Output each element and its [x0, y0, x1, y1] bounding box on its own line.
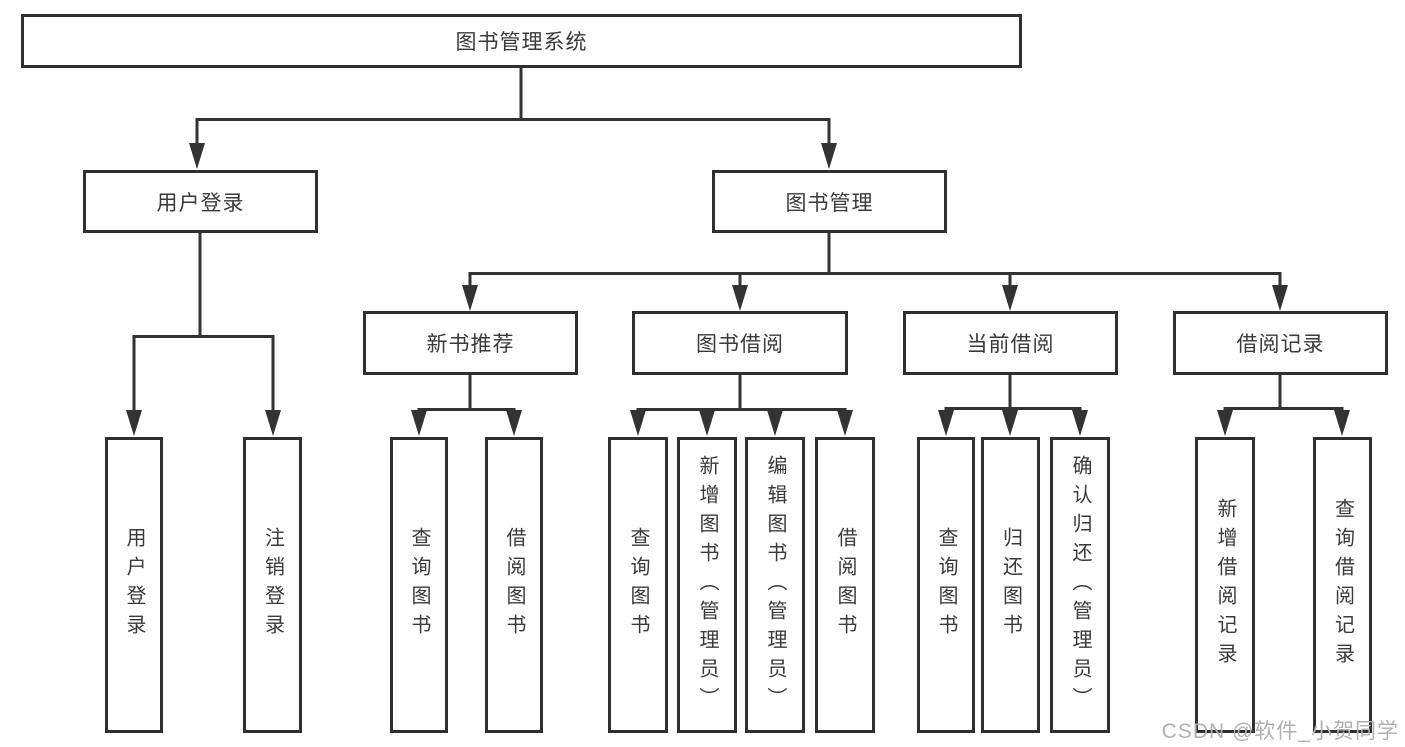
leaf-label: 借阅图书 [834, 527, 856, 643]
node-leaf-query-borrow-record: 查询借阅记录 [1313, 437, 1372, 733]
node-leaf-query-books-1: 查询图书 [390, 437, 448, 733]
node-book-management: 图书管理 [712, 170, 947, 233]
leaf-label: 用户登录 [123, 527, 145, 643]
leaf-label: 归还图书 [999, 527, 1022, 643]
node-leaf-borrow-books-2: 借阅图书 [815, 437, 875, 733]
leaf-label: 借阅图书 [503, 527, 525, 643]
csdn-watermark: CSDN @软件_小贺同学 [1161, 720, 1399, 743]
node-leaf-edit-book-admin: 编辑图书（管理员） [745, 437, 805, 733]
node-leaf-add-borrow-record: 新增借阅记录 [1195, 437, 1255, 733]
leaf-label: 查询借阅记录 [1331, 498, 1354, 672]
arrowheads [126, 143, 1350, 436]
node-leaf-borrow-books-1: 借阅图书 [485, 437, 543, 733]
node-current-borrow: 当前借阅 [903, 311, 1118, 375]
node-user-login: 用户登录 [83, 170, 318, 233]
leaf-label: 新增借阅记录 [1214, 498, 1236, 672]
leaf-label: 新增图书（管理员） [696, 454, 718, 716]
node-leaf-logout: 注销登录 [243, 437, 302, 733]
leaf-label: 注销登录 [261, 527, 284, 643]
node-new-book-recommend: 新书推荐 [363, 311, 578, 375]
node-leaf-query-books-3: 查询图书 [917, 437, 975, 733]
node-leaf-return-books: 归还图书 [981, 437, 1040, 733]
leaf-label: 查询图书 [627, 527, 649, 643]
leaf-label: 查询图书 [408, 527, 430, 643]
leaf-label: 编辑图书（管理员） [764, 454, 786, 716]
node-leaf-confirm-return-admin: 确认归还（管理员） [1050, 437, 1110, 733]
leaf-label: 确认归还（管理员） [1069, 454, 1091, 716]
node-leaf-user-login: 用户登录 [105, 437, 163, 733]
node-leaf-add-book-admin: 新增图书（管理员） [677, 437, 737, 733]
node-root-title: 图书管理系统 [21, 14, 1022, 68]
node-borrow-records: 借阅记录 [1173, 311, 1388, 375]
node-leaf-query-books-2: 查询图书 [608, 437, 668, 733]
leaf-label: 查询图书 [935, 527, 957, 643]
node-book-borrow: 图书借阅 [632, 311, 848, 375]
